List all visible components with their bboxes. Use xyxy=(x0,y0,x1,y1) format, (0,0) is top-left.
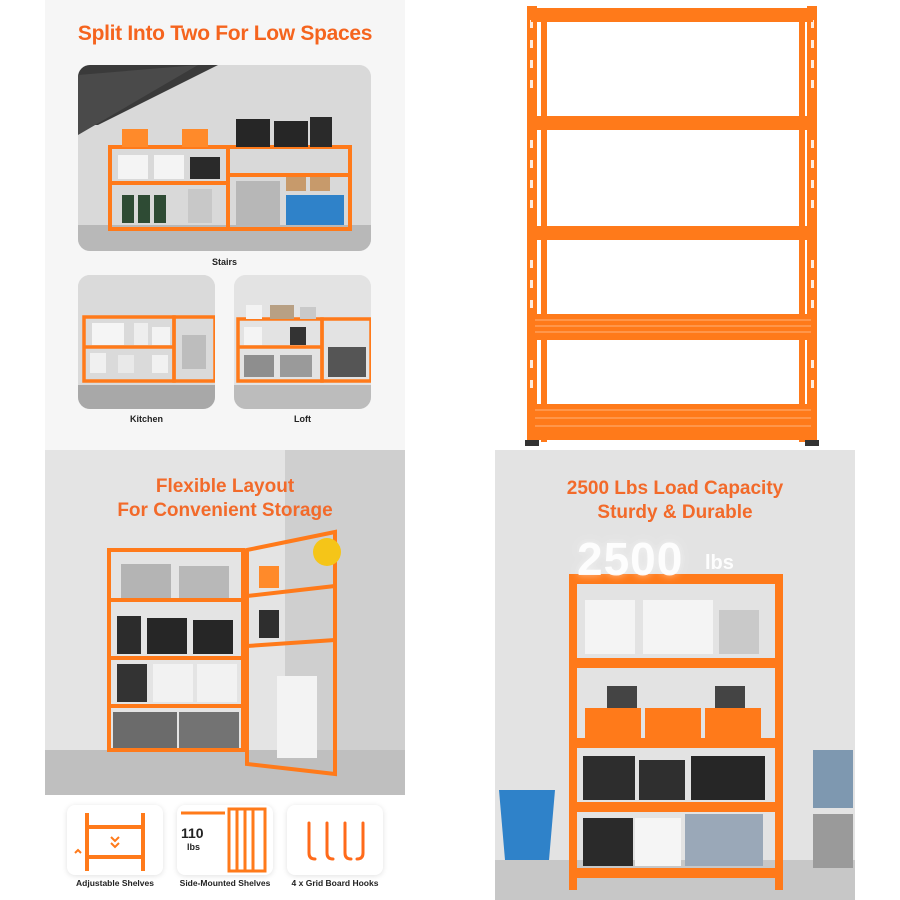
side-shelf-icon xyxy=(181,807,267,873)
split-into-two-panel: Split Into Two For Low Spaces xyxy=(45,0,405,450)
kitchen-photo xyxy=(78,275,215,409)
flexible-layout-panel: Flexible Layout For Convenient Storage xyxy=(45,450,405,900)
load-capacity-scene xyxy=(495,450,855,900)
kitchen-scene xyxy=(78,275,215,409)
orange-shelf-unit xyxy=(525,6,819,446)
side-mounted-shelves-card: 110 lbs xyxy=(177,805,273,875)
adjustable-shelves-icon xyxy=(74,813,145,871)
kitchen-caption: Kitchen xyxy=(129,414,163,424)
layout-title-line1: Flexible Layout xyxy=(155,476,295,497)
load-capacity-panel: 2500 Lbs Load Capacity Sturdy & Durable … xyxy=(495,450,855,900)
loft-scene xyxy=(234,275,371,409)
grid-board-hooks-label: 4 x Grid Board Hooks xyxy=(291,878,379,888)
loft-photo xyxy=(234,275,371,409)
adjustable-shelves-label: Adjustable Shelves xyxy=(76,878,154,888)
capacity-title-line2: Sturdy & Durable xyxy=(597,502,753,523)
stairs-photo xyxy=(78,65,371,251)
stairs-caption: Stairs xyxy=(211,257,237,267)
capacity-big-unit: lbs xyxy=(705,552,734,574)
capacity-title-line1: 2500 Lbs Load Capacity xyxy=(566,478,784,499)
stairs-scene xyxy=(78,65,371,251)
adjustable-shelves-card xyxy=(67,805,163,875)
side-shelf-capacity-value: 110 xyxy=(181,825,204,841)
split-panel-title: Split Into Two For Low Spaces xyxy=(77,22,373,45)
layout-title-line2: For Convenient Storage xyxy=(117,500,333,521)
side-mounted-shelves-label: Side-Mounted Shelves xyxy=(179,878,271,888)
side-shelf-capacity-unit: lbs xyxy=(187,842,201,852)
capacity-big-number: 2500 xyxy=(577,533,684,585)
flexible-layout-scene xyxy=(45,450,405,795)
shelf-product-render xyxy=(495,0,855,450)
grid-board-hooks-card xyxy=(287,805,383,875)
hooks-icon xyxy=(307,821,365,861)
loft-caption: Loft xyxy=(294,414,311,424)
